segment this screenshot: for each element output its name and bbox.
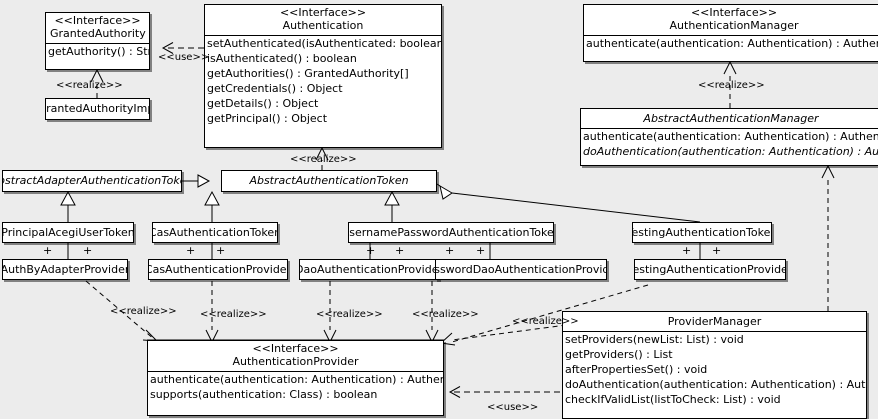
- class-cas-authentication-token[interactable]: CasAuthenticationToken: [152, 222, 278, 243]
- class-name: UsernamePasswordAuthenticationToken: [348, 225, 554, 239]
- role-marker-plus: +: [682, 244, 692, 257]
- role-marker-plus: +: [43, 244, 53, 257]
- class-abstract-authentication-manager[interactable]: AbstractAuthenticationManager authentica…: [580, 108, 878, 166]
- role-marker-plus: +: [83, 244, 93, 257]
- role-marker-plus: +: [395, 244, 405, 257]
- operation-row: setAuthenticated(isAuthenticated: boolea…: [207, 37, 441, 50]
- operations-compartment: authenticate(authentication: Authenticat…: [581, 128, 878, 159]
- operation-row: getAuthorities() : GrantedAuthority[]: [207, 67, 409, 80]
- role-marker-plus: +: [476, 244, 486, 257]
- stereotype-label: <<Interface>>: [279, 6, 367, 19]
- class-cas-authentication-provider[interactable]: CasAuthenticationProvider: [148, 259, 288, 280]
- role-marker-plus: +: [712, 244, 722, 257]
- role-marker-plus: +: [216, 244, 226, 257]
- class-dao-authentication-provider[interactable]: DaoAuthenticationProvider: [299, 259, 439, 280]
- operation-row: authenticate(authentication: Authenticat…: [583, 130, 878, 143]
- operations-compartment: setProviders(newList: List) : void getPr…: [563, 331, 866, 407]
- class-authentication-manager[interactable]: <<Interface>> AuthenticationManager auth…: [583, 4, 878, 62]
- operation-row: authenticate(authentication: Authenticat…: [150, 373, 443, 386]
- operation-row: supports(authentication: Class) : boolea…: [150, 388, 378, 401]
- operation-row: getCredentials() : Object: [207, 82, 343, 95]
- operation-row: setProviders(newList: List) : void: [565, 333, 744, 346]
- class-testing-authentication-token[interactable]: TestingAuthenticationToken: [632, 222, 772, 243]
- operation-row: getProviders() : List: [565, 348, 673, 361]
- class-provider-manager[interactable]: ProviderManager setProviders(newList: Li…: [562, 311, 867, 419]
- class-name: AbstractAdapterAuthenticationToken: [3, 174, 181, 187]
- class-authentication-provider[interactable]: <<Interface>> AuthenticationProvider aut…: [147, 340, 444, 416]
- class-name: ProviderManager: [667, 315, 762, 328]
- class-name: Authentication: [282, 19, 364, 32]
- class-principal-acegi-user-token[interactable]: PrincipalAcegiUserToken: [2, 222, 134, 243]
- operation-row: getPrincipal() : Object: [207, 112, 328, 125]
- operation-row: isAuthenticated() : boolean: [207, 52, 357, 65]
- class-password-dao-authentication-provider[interactable]: PasswordDaoAuthenticationProvider: [435, 259, 607, 280]
- stereotype-label: <<Interface>>: [54, 14, 141, 27]
- edge-label-use-granted-authority: <<use>>: [158, 52, 210, 63]
- class-name: AbstractAuthenticationManager: [643, 112, 819, 125]
- edge-label-use-provider-manager: <<use>>: [487, 402, 539, 413]
- class-name: PasswordDaoAuthenticationProvider: [435, 262, 606, 276]
- class-name: AuthenticationProvider: [232, 355, 359, 368]
- edge-label-realize-password-dao-provider: <<realize>>: [412, 309, 479, 320]
- class-name: TestingAuthenticationProvider: [634, 262, 786, 276]
- class-name: AbstractAuthenticationToken: [249, 174, 409, 187]
- class-granted-authority[interactable]: <<Interface>> GrantedAuthority getAuthor…: [45, 12, 150, 70]
- operations-compartment: authenticate(authentication: Authenticat…: [148, 371, 443, 402]
- class-name: PrincipalAcegiUserToken: [2, 225, 134, 239]
- class-name: AuthByAdapterProvider: [2, 262, 128, 276]
- operation-row: getDetails() : Object: [207, 97, 319, 110]
- class-granted-authority-impl[interactable]: GrantedAuthorityImpl: [45, 98, 150, 120]
- class-testing-authentication-provider[interactable]: TestingAuthenticationProvider: [634, 259, 786, 280]
- operations-compartment: authenticate(authentication: Authenticat…: [584, 35, 878, 51]
- class-authentication[interactable]: <<Interface>> Authentication setAuthenti…: [204, 4, 442, 148]
- edge-label-realize-abstract-authentication-manager: <<realize>>: [698, 80, 765, 91]
- class-abstract-authentication-token[interactable]: AbstractAuthenticationToken: [221, 170, 437, 192]
- operation-row: afterPropertiesSet() : void: [565, 363, 708, 376]
- class-name: GrantedAuthority: [50, 27, 146, 40]
- operations-compartment: setAuthenticated(isAuthenticated: boolea…: [205, 35, 441, 126]
- operation-row: checkIfValidList(listToCheck: List) : vo…: [565, 393, 781, 406]
- class-name: CasAuthenticationProvider: [148, 262, 288, 276]
- role-marker-plus: +: [366, 244, 376, 257]
- operation-row: authenticate(authentication: Authenticat…: [586, 37, 878, 50]
- edge-label-realize-testing-provider: <<realize>>: [512, 316, 579, 327]
- role-marker-plus: +: [445, 244, 455, 257]
- class-name: TestingAuthenticationToken: [632, 225, 772, 239]
- class-name: AuthenticationManager: [669, 19, 799, 32]
- class-auth-by-adapter-provider[interactable]: AuthByAdapterProvider: [2, 259, 128, 280]
- edge-label-realize-dao-provider: <<realize>>: [316, 309, 383, 320]
- class-name: DaoAuthenticationProvider: [299, 262, 439, 276]
- edge-label-realize-cas-provider: <<realize>>: [200, 309, 267, 320]
- class-abstract-adapter-authentication-token[interactable]: AbstractAdapterAuthenticationToken: [2, 170, 182, 192]
- operation-row: getAuthority() : String: [48, 45, 149, 58]
- operation-row: doAuthentication(authentication: Authent…: [583, 145, 878, 158]
- edge-label-realize-auth-by-adapter: <<realize>>: [110, 306, 177, 317]
- stereotype-label: <<Interface>>: [690, 6, 778, 19]
- class-name: CasAuthenticationToken: [152, 225, 278, 239]
- class-name: GrantedAuthorityImpl: [46, 102, 149, 115]
- class-username-password-authentication-token[interactable]: UsernamePasswordAuthenticationToken: [348, 222, 554, 243]
- edge-label-realize-granted-authority-impl: <<realize>>: [56, 80, 123, 91]
- edge-label-realize-abstract-authentication-token: <<realize>>: [290, 154, 357, 165]
- role-marker-plus: +: [186, 244, 196, 257]
- operations-compartment: getAuthority() : String: [46, 43, 149, 59]
- operation-row: doAuthentication(authentication: Authent…: [565, 378, 866, 391]
- stereotype-label: <<Interface>>: [252, 342, 339, 355]
